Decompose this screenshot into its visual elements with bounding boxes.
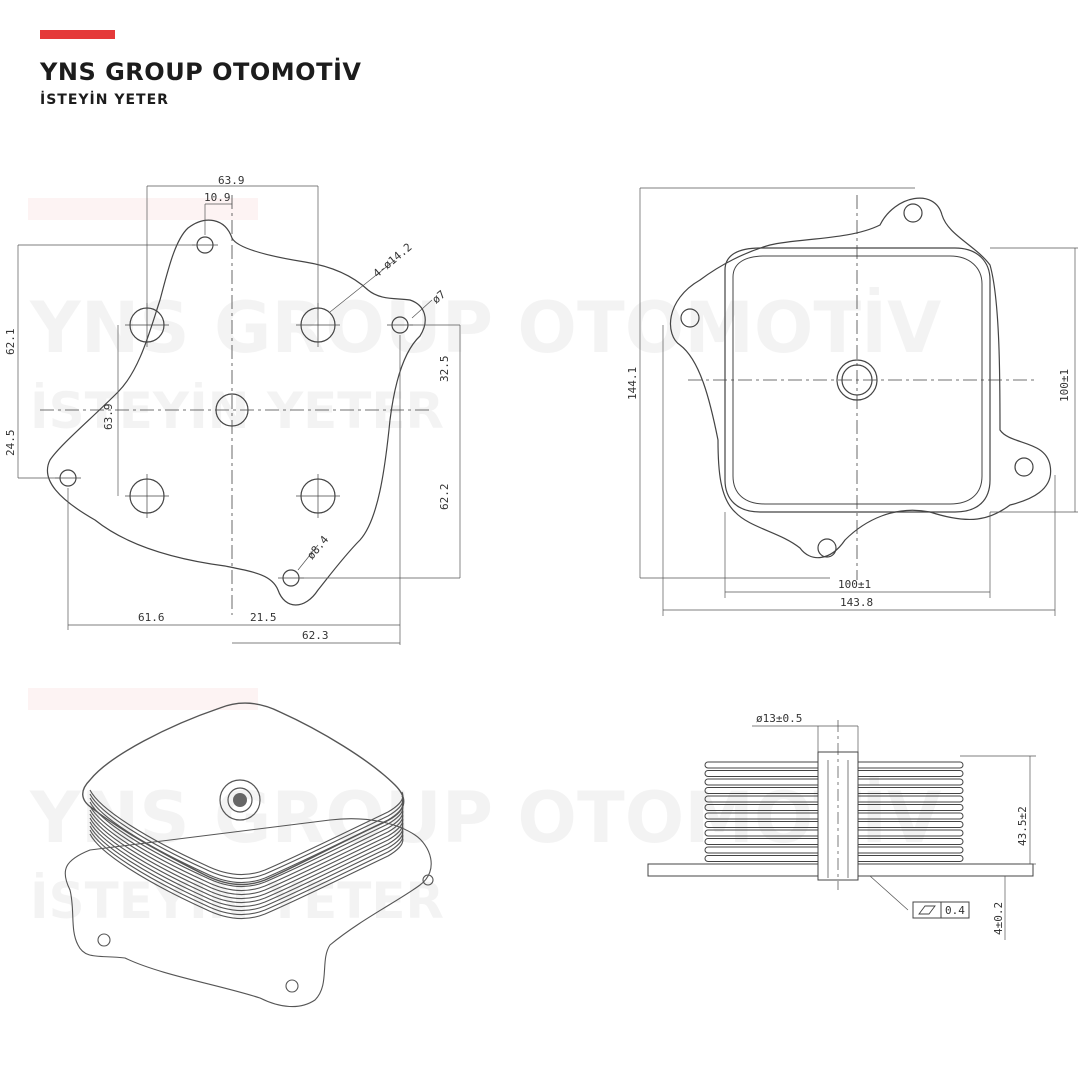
brand-tagline: İSTEYİN YETER [40, 92, 169, 108]
back-bolt-hole [817, 538, 837, 558]
iso-plate-layer [89, 789, 404, 876]
dim-label: ø8.4 [304, 533, 331, 562]
dim-label: 24.5 [4, 430, 17, 457]
dim-label: 0.4 [945, 904, 965, 917]
iso-plate-layer [89, 821, 404, 908]
dim-label: 63.9 [102, 404, 115, 431]
dim-label: 63.9 [218, 174, 245, 187]
iso-top-face [82, 702, 405, 886]
dim-label: 100±1 [838, 578, 871, 591]
iso-plate-layer [89, 801, 404, 888]
flatness-icon [918, 905, 936, 915]
back-view-inner-frame [732, 255, 983, 505]
front-view-outline [46, 219, 426, 606]
iso-plate-hole [97, 933, 111, 947]
back-view-outline [669, 197, 1052, 559]
iso-plate-layer [89, 825, 404, 912]
dim-label: 10.9 [204, 191, 231, 204]
dim-label: 62.1 [4, 329, 17, 356]
dim-label: 21.5 [250, 611, 277, 624]
dim-label: 43.5±2 [1016, 806, 1029, 846]
flatness-value-box [940, 901, 970, 919]
side-view-dimensions: ø13±0.5 43.5±2 0.4 4±0.2 [756, 712, 1029, 935]
brand-name: YNS GROUP OTOMOTİV [40, 58, 362, 86]
iso-plate-layer [89, 813, 404, 900]
watermark-tag-top: İSTEYİN YETER [30, 382, 444, 440]
watermark: YNS GROUP OTOMOTİV İSTEYİN YETER YNS GRO… [28, 198, 941, 930]
watermark-name-top: YNS GROUP OTOMOTİV [29, 287, 941, 369]
iso-plate-layer [89, 817, 404, 904]
dim-label: ø13±0.5 [756, 712, 802, 725]
iso-center-port-hole [233, 793, 247, 807]
back-bolt-hole [903, 203, 923, 223]
dim-label: 4±0.2 [992, 902, 1005, 935]
watermark-name-bottom: YNS GROUP OTOMOTİV [29, 777, 941, 859]
dim-label: 62.2 [438, 484, 451, 511]
back-view-dimensions: 144.1 100±1 100±1 143.8 [626, 367, 1071, 609]
center-bore [215, 393, 249, 427]
iso-base-plate [64, 818, 432, 1008]
dim-label: 144.1 [626, 367, 639, 400]
front-view [17, 185, 461, 645]
back-bolt-hole [1014, 457, 1034, 477]
iso-plate-layer [89, 809, 404, 896]
dim-label: 32.5 [438, 356, 451, 383]
back-view-inner-frame [724, 247, 991, 513]
watermark-bar-top [28, 198, 258, 220]
iso-plate-layer [89, 833, 404, 920]
side-view [647, 720, 1036, 940]
iso-plate-hole [285, 979, 299, 993]
watermark-bar-bottom [28, 688, 258, 710]
dim-label: 100±1 [1058, 369, 1071, 402]
iso-plate-layer [89, 793, 404, 880]
dim-label: 62.3 [302, 629, 329, 642]
isometric-view [64, 702, 434, 1008]
iso-plate-layer [89, 829, 404, 916]
flatness-symbol-box [912, 901, 942, 919]
iso-plate-layer [89, 805, 404, 892]
dim-label: 61.6 [138, 611, 165, 624]
watermark-tag-bottom: İSTEYİN YETER [30, 872, 444, 930]
back-view [639, 187, 1078, 616]
dim-label: 143.8 [840, 596, 873, 609]
brand-accent-bar [40, 30, 115, 39]
iso-center-port-thread [227, 787, 253, 813]
iso-center-port [219, 779, 261, 821]
dim-label: 4-ø14.2 [371, 241, 415, 281]
iso-plate-hole [422, 874, 434, 886]
back-bolt-hole [680, 308, 700, 328]
